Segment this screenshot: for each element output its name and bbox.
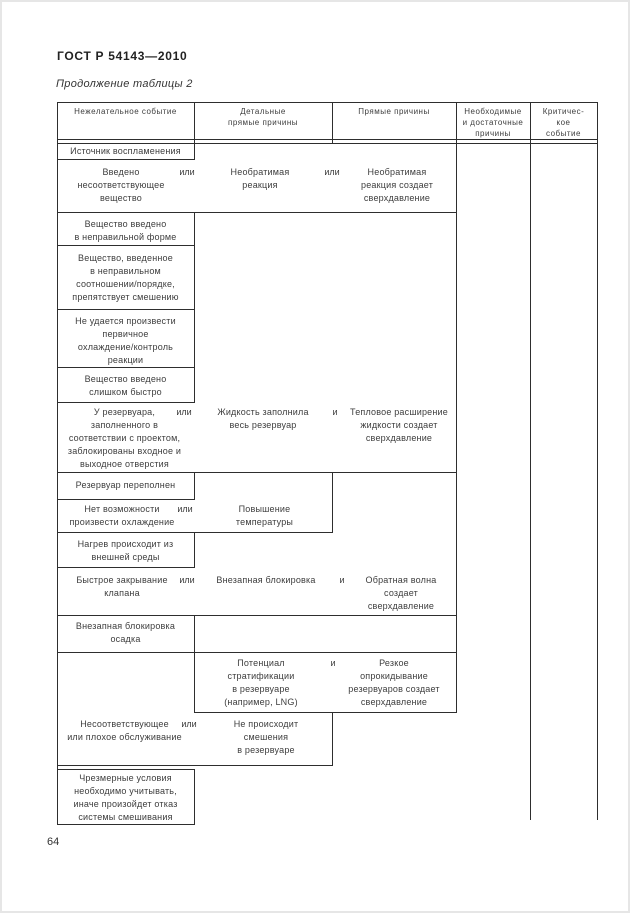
cell-irreversible-reaction: Необратимая реакция bbox=[230, 167, 290, 190]
cell-liquid-filled-tank: Жидкость заполнила весь резервуар bbox=[217, 407, 309, 430]
table-border-line bbox=[57, 499, 195, 500]
table-border-line bbox=[57, 159, 195, 160]
table-border-line bbox=[194, 212, 195, 403]
table-border-line bbox=[194, 615, 195, 713]
header-direct-causes: Прямые причины bbox=[358, 107, 430, 116]
table-border-line bbox=[194, 532, 195, 568]
connector-or-a2: или bbox=[324, 167, 340, 177]
cell-blocked-openings: У резервуара, заполненного в соответстви… bbox=[67, 407, 182, 469]
table-border-line bbox=[530, 102, 531, 820]
table-border-line bbox=[57, 765, 333, 766]
cell-no-mixing: Не происходит смешения в резервуаре bbox=[233, 719, 299, 755]
connector-and-d: и bbox=[339, 575, 345, 585]
connector-and-e: и bbox=[330, 658, 336, 668]
cell-backwave-overpressure: Обратная волна создает сверхдавление bbox=[365, 575, 437, 611]
table-border-line bbox=[57, 139, 598, 140]
cell-external-heating: Нагрев происходит из внешней среды bbox=[77, 539, 174, 562]
cell-wrong-form: Вещество введено в неправильной форме bbox=[74, 219, 177, 242]
table-border-line bbox=[597, 102, 598, 820]
table-caption: Продолжение таблицы 2 bbox=[56, 78, 193, 90]
table-border-line bbox=[332, 472, 333, 533]
cell-ignition-source: Источник воспламенения bbox=[70, 146, 181, 156]
cell-introduced-too-fast: Вещество введено слишком быстро bbox=[84, 374, 167, 397]
cell-excessive-conditions: Чрезмерные условия необходимо учитывать,… bbox=[73, 773, 178, 822]
table-border-line bbox=[332, 712, 333, 766]
header-detailed-causes: Детальные прямые причины bbox=[228, 107, 298, 127]
table-border-line bbox=[194, 102, 195, 160]
table-border-line bbox=[57, 102, 58, 825]
cell-tank-overfilled: Резервуар переполнен bbox=[75, 480, 176, 490]
table-border-line bbox=[57, 567, 195, 568]
table-border-line bbox=[194, 769, 195, 825]
header-undesired-event: Нежелательное событие bbox=[74, 107, 177, 116]
table-border-line bbox=[332, 102, 333, 144]
cell-tank-rollover: Резкое опрокидывание резервуаров создает… bbox=[348, 658, 440, 707]
cell-no-cooling: Нет возможности произвести охлаждение bbox=[69, 504, 175, 527]
cell-stratification-potential: Потенциал стратификации в резервуаре (на… bbox=[224, 658, 298, 707]
table-border-line bbox=[194, 472, 195, 500]
table-border-line bbox=[57, 824, 195, 825]
table-border-line bbox=[57, 402, 195, 403]
table-border-line bbox=[194, 712, 457, 713]
cell-sediment-blockage: Внезапная блокировка осадка bbox=[75, 621, 176, 644]
table-border-line bbox=[57, 532, 333, 533]
cell-temperature-rise: Повышение температуры bbox=[235, 504, 294, 527]
table-border-line bbox=[456, 102, 457, 713]
cell-poor-maintenance: Несоответствующее или плохое обслуживани… bbox=[67, 719, 182, 742]
connector-or-f: или bbox=[181, 719, 197, 729]
cell-no-primary-cooling: Не удается произвести первичное охлажден… bbox=[75, 316, 176, 365]
table-border-line bbox=[57, 143, 598, 144]
cell-reaction-overpressure: Необратимая реакция создает сверхдавлени… bbox=[360, 167, 434, 203]
connector-or-c: или bbox=[177, 504, 193, 514]
table-border-line bbox=[57, 245, 195, 246]
cell-fast-valve-closing: Быстрое закрывание клапана bbox=[76, 575, 168, 598]
cell-wrong-ratio: Вещество, введенное в неправильном соотн… bbox=[72, 253, 179, 302]
connector-and-b: и bbox=[332, 407, 338, 417]
table-border-line bbox=[57, 212, 457, 213]
connector-or-b: или bbox=[176, 407, 192, 417]
connector-or-d: или bbox=[179, 575, 195, 585]
connector-or-a1: или bbox=[179, 167, 195, 177]
page-number: 64 bbox=[47, 836, 60, 848]
table-border-line bbox=[57, 367, 195, 368]
header-critical-event: Критичес- кое событие bbox=[542, 107, 585, 138]
table-border-line bbox=[57, 102, 598, 103]
cell-sudden-blockage: Внезапная блокировка bbox=[216, 575, 316, 585]
table-border-line bbox=[57, 309, 195, 310]
table-border-line bbox=[57, 769, 195, 770]
doc-title: ГОСТ Р 54143—2010 bbox=[57, 49, 188, 63]
table-border-line bbox=[57, 615, 457, 616]
cell-improper-substance: Введено несоответствующее вещество bbox=[77, 167, 165, 203]
table-border-line bbox=[57, 472, 457, 473]
header-necessary-sufficient: Необходимые и достаточные причины bbox=[462, 107, 524, 138]
table-border-line bbox=[57, 652, 457, 653]
cell-thermal-expansion: Тепловое расширение жидкости создает све… bbox=[350, 407, 448, 443]
